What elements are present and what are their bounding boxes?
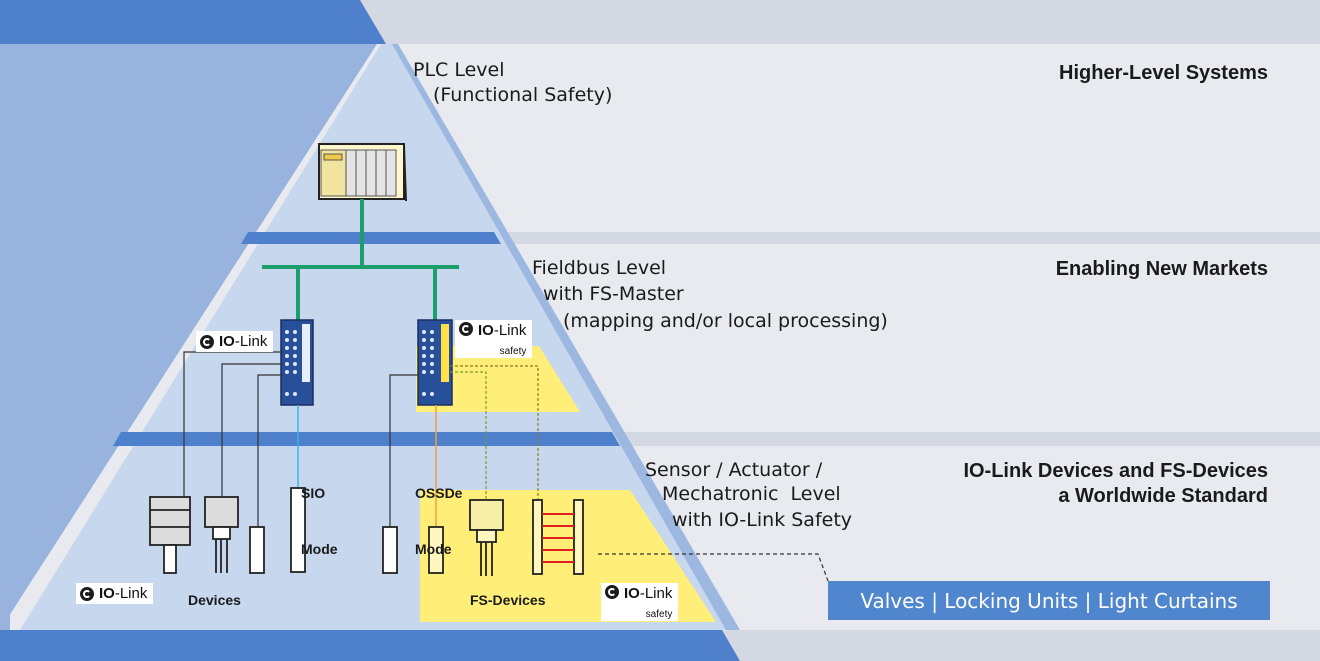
sensor-level-note: with IO-Link Safety <box>672 509 853 531</box>
io-link-wiring <box>183 351 283 527</box>
sensor-level-sublabel: Mechatronic Level <box>662 483 841 505</box>
heading-io-link-devices: IO-Link Devices and FS-Devices <box>963 460 1268 482</box>
plc-level-label: PLC Level <box>413 59 505 81</box>
io-link-devices <box>149 487 398 574</box>
heading-worldwide-standard: a Worldwide Standard <box>1058 485 1268 507</box>
fieldbus-lines <box>262 199 459 320</box>
fs-devices-icons <box>428 499 584 576</box>
io-link-logo-icon <box>200 334 214 349</box>
io-link-master <box>280 319 314 406</box>
fieldbus-level-sublabel: with FS-Master <box>543 283 684 305</box>
io-link-logo-icon <box>605 585 619 599</box>
io-link-logo-devices: IO-Link <box>76 583 154 604</box>
io-link-safety-logo-master: IO-Link safety <box>455 320 533 358</box>
left-shade <box>0 44 377 630</box>
connector-dashed <box>598 553 829 582</box>
io-link-safety-logo-devices: IO-Link safety <box>601 583 679 621</box>
devices-label: Devices <box>188 592 241 608</box>
io-link-logo-icon <box>80 586 94 601</box>
sensor-level-label: Sensor / Actuator / <box>645 459 823 481</box>
ossde-mode-label: OSSDe Mode <box>415 484 463 558</box>
plc-level-sublabel: (Functional Safety) <box>433 84 613 106</box>
fs-master-highlight <box>416 346 580 412</box>
fs-master <box>417 319 453 406</box>
applications-box: Valves | Locking Units | Light Curtains <box>828 581 1270 620</box>
top-band-left <box>0 0 386 44</box>
io-link-logo-master: IO-Link <box>196 331 274 352</box>
fs-devices-label: FS-Devices <box>470 592 546 608</box>
fs-wiring <box>389 365 539 527</box>
bottom-band-left <box>0 630 740 661</box>
safety-sublabel: safety <box>499 346 527 357</box>
safety-sublabel: safety <box>645 609 673 620</box>
fieldbus-level-note: (mapping and/or local processing) <box>563 310 888 332</box>
sio-mode-label: SIO Mode <box>301 484 338 558</box>
heading-enabling-new-markets: Enabling New Markets <box>1055 258 1268 280</box>
plc-rack-icon <box>318 143 407 202</box>
pyramid-body <box>20 44 726 630</box>
io-link-logo-icon <box>459 322 473 336</box>
fieldbus-level-label: Fieldbus Level <box>532 257 667 279</box>
heading-higher-level-systems: Higher-Level Systems <box>1059 62 1268 84</box>
